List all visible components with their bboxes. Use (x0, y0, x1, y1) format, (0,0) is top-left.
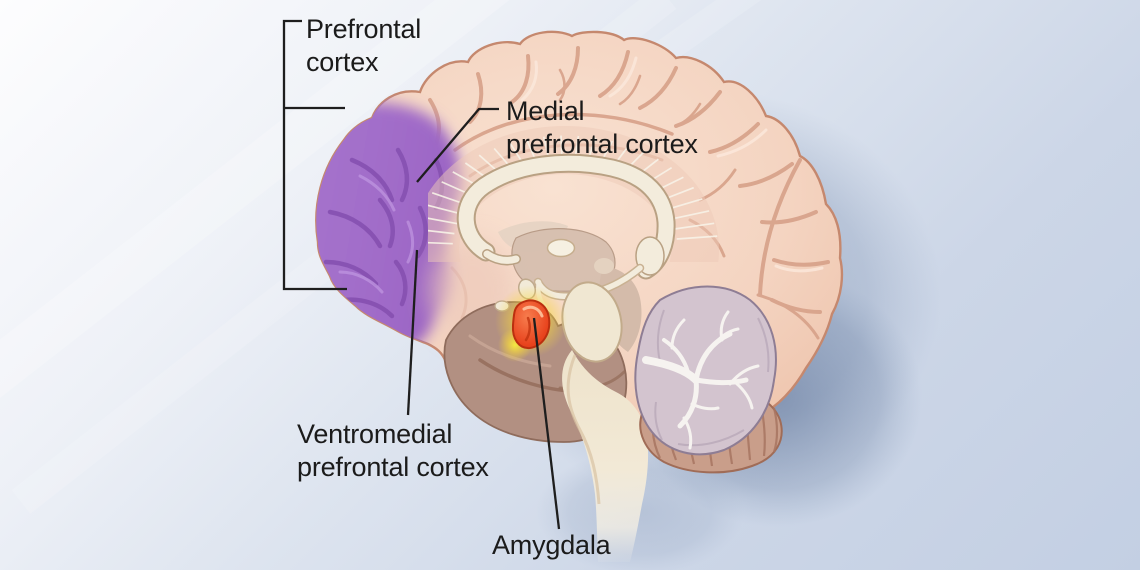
label-amygdala: Amygdala (492, 529, 611, 562)
label-line: prefrontal cortex (506, 129, 698, 159)
arbor-vitae (642, 310, 760, 450)
amygdala-leader-line (532, 317, 561, 530)
interthalamic-adhesion (546, 238, 576, 258)
ventromedial-leader-line (406, 249, 419, 416)
medial-prefrontal-leader-line (416, 107, 499, 183)
label-line: Ventromedial (297, 419, 453, 449)
prefrontal-bracket (282, 19, 347, 291)
label-prefrontal-cortex: Prefrontal cortex (306, 13, 421, 79)
label-ventromedial-prefrontal-cortex: Ventromedial prefrontal cortex (297, 418, 489, 484)
label-line: Prefrontal (306, 14, 422, 44)
amygdala-highlight (495, 285, 567, 362)
label-medial-prefrontal-cortex: Medial prefrontal cortex (506, 95, 698, 161)
cerebellum (634, 285, 777, 456)
label-line: cortex (306, 47, 379, 77)
label-line: Medial (506, 96, 585, 126)
label-line: prefrontal cortex (297, 452, 489, 482)
brainstem (561, 258, 649, 562)
label-line: Amygdala (492, 530, 611, 560)
cortex-highlights (520, 56, 824, 273)
